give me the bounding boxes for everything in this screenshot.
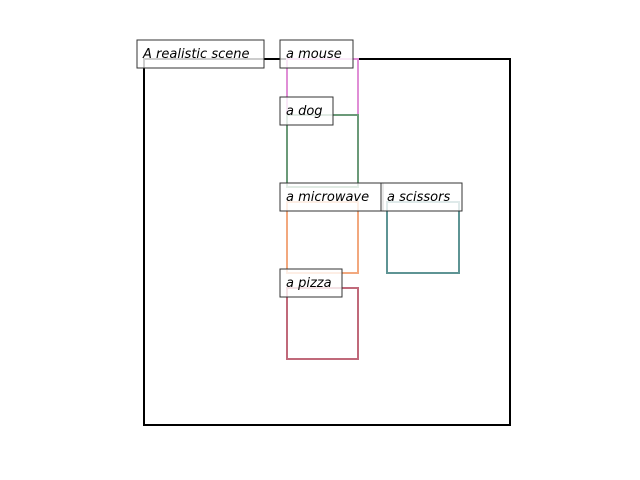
pizza-label: a pizza xyxy=(279,268,343,298)
microwave-box xyxy=(286,201,359,274)
scissors-box xyxy=(386,201,460,274)
dog-box xyxy=(286,114,359,188)
pizza-box xyxy=(286,287,359,360)
pizza-label-text: a pizza xyxy=(286,276,332,291)
microwave-label-text: a microwave xyxy=(286,190,369,205)
scene-label: A realistic scene xyxy=(136,39,265,69)
dog-label: a dog xyxy=(279,96,334,126)
mouse-label: a mouse xyxy=(279,39,354,69)
scene-label-text: A realistic scene xyxy=(142,47,249,62)
scene-label-box xyxy=(136,39,265,69)
microwave-label: a microwave xyxy=(279,182,384,212)
mouse-label-text: a mouse xyxy=(286,47,342,62)
scissors-label-text: a scissors xyxy=(387,190,450,205)
mouse-label-box xyxy=(279,39,354,69)
scissors-label: a scissors xyxy=(380,182,463,212)
pizza-label-box xyxy=(279,268,343,298)
dog-label-text: a dog xyxy=(286,104,323,119)
microwave-label-box xyxy=(279,182,384,212)
dog-label-box xyxy=(279,96,334,126)
scissors-label-box xyxy=(380,182,463,212)
